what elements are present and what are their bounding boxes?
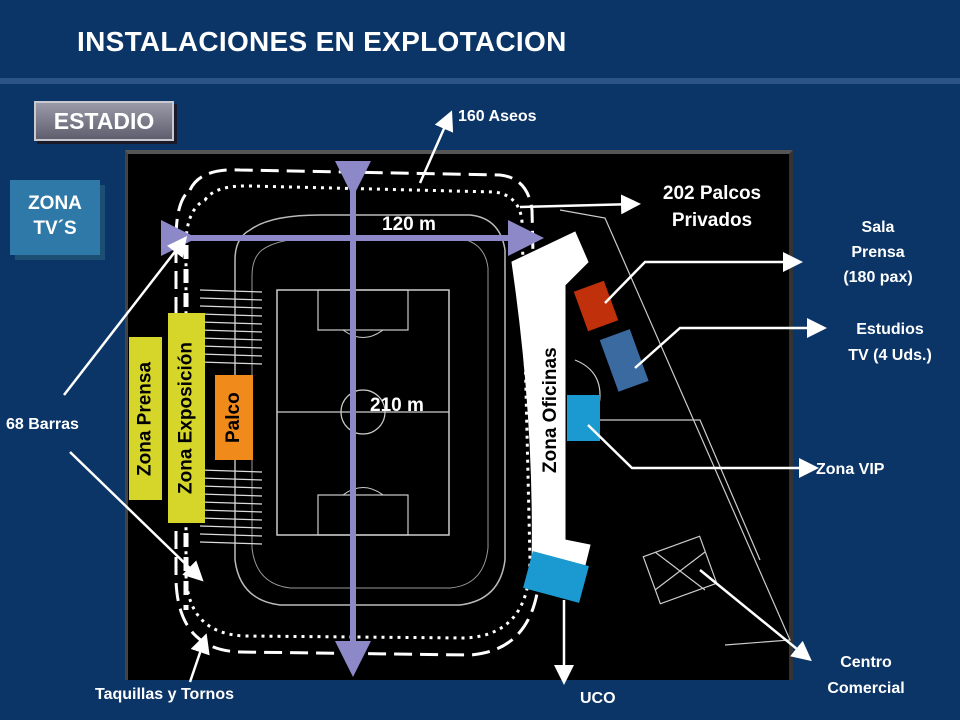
estudios-tv-room [599,329,649,392]
taquillas-label: Taquillas y Tornos [95,686,234,703]
palcos-line2: Privados [671,210,753,231]
taquillas-pointer [188,633,210,683]
vip-pointer [587,424,819,478]
centro-pointer [699,569,812,662]
penalty-area-bottom [317,494,409,536]
sala-prensa-room [573,280,619,332]
stadium-bowl-outer [234,214,506,606]
sala-prensa-label: Sala Prensa (180 pax) [818,215,938,290]
length-dimension-label: 210 m [370,395,424,416]
barras-pointer-lower [69,451,204,582]
sala-prensa-pointer [604,252,803,304]
barras-pointer-upper [63,236,188,396]
page-title: INSTALACIONES EN EXPLOTACION [77,26,567,57]
title-divider [0,78,960,84]
estadio-badge: ESTADIO [34,101,174,141]
width-dimension-label: 120 m [382,214,436,235]
zona-exposicion-label: Zona Exposición [168,313,205,523]
zona-tv-line2: TV´S [33,218,77,239]
left-stand-rows [199,289,263,545]
centro-line1: Centro [840,654,892,671]
estudios-tv-label: Estudios TV (4 Uds.) [826,317,954,369]
zona-vip-room [567,395,600,441]
zona-oficinas-label: Zona Oficinas [540,347,561,473]
sala-line3: (180 pax) [843,269,913,286]
zona-vip-label: Zona VIP [816,461,885,478]
centro-line2: Comercial [827,680,905,697]
palco-label: Palco [215,375,253,460]
zona-tv-line1: ZONA [28,193,82,214]
uco-label: UCO [580,690,616,707]
sala-line2: Prensa [851,244,905,261]
estudios-line1: Estudios [856,321,924,338]
palcos-pointer [519,194,641,215]
penalty-arc-top [342,329,384,338]
aseos-label: 160 Aseos [458,108,537,125]
sala-line1: Sala [861,219,895,236]
palcos-line1: 202 Palcos [662,183,762,204]
barras-label: 68 Barras [6,416,79,433]
penalty-area-top [317,289,409,331]
centro-comercial-label: Centro Comercial [806,650,926,702]
zona-oficinas-band [511,231,591,566]
zona-prensa-label: Zona Prensa [129,337,162,500]
inner-dotted-perimeter [184,184,532,640]
estudios-pointer [634,318,827,369]
uco-room [523,551,589,603]
penalty-arc-bottom [342,487,384,496]
estudios-line2: TV (4 Uds.) [848,347,932,364]
aseos-pointer [418,110,454,184]
zona-tv-box: ZONA TV´S [10,180,100,255]
palcos-label: 202 Palcos Privados [646,180,778,234]
right-building-outlines [559,209,791,646]
